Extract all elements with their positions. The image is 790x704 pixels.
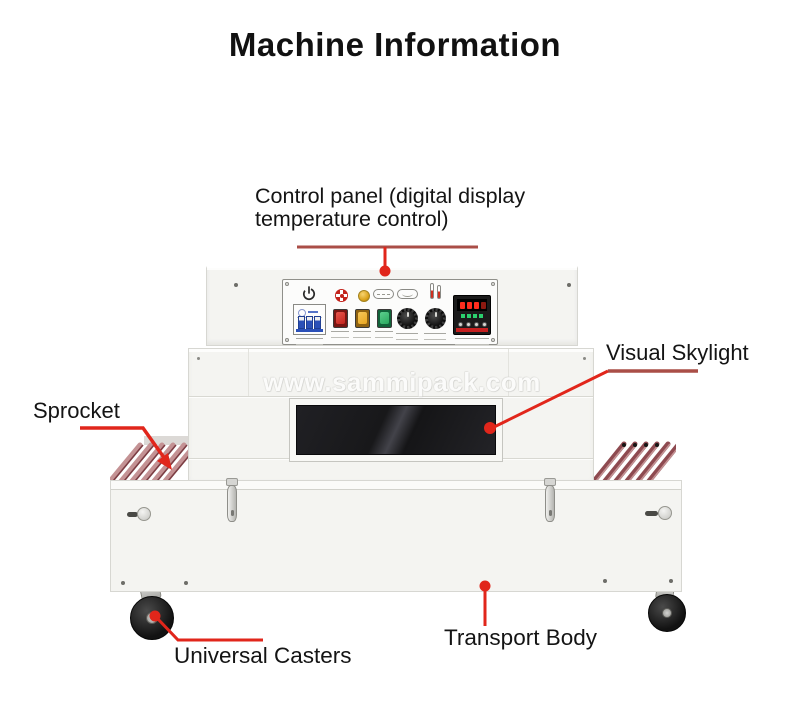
screw [184, 581, 188, 585]
panel-caption-marks [455, 338, 489, 345]
panel-screw [491, 338, 495, 342]
power-icon [302, 286, 316, 301]
page-title: Machine Information [228, 26, 562, 63]
visual-skylight-frame [289, 398, 503, 462]
panel-caption-marks [375, 331, 393, 338]
toggle-latch-right [542, 478, 558, 526]
caster-front-right [644, 582, 686, 636]
control-box [206, 266, 578, 346]
green-pushbutton [377, 309, 392, 328]
temp-display-green [457, 313, 487, 319]
screw [567, 283, 571, 287]
screw [197, 357, 200, 360]
main-power-breaker [293, 304, 326, 335]
breaker-toggles [296, 316, 323, 332]
caster-hub [146, 612, 158, 624]
panel-caption-marks [396, 333, 418, 340]
panel-seam [248, 349, 249, 396]
screw [583, 357, 586, 360]
label-visual-skylight: Visual Skylight [606, 340, 749, 365]
amber-light-icon [358, 290, 370, 302]
label-transport-body: Transport Body [444, 625, 597, 650]
watermark-text: www.sammipack.com [263, 367, 541, 397]
left-side-knob [127, 505, 151, 523]
screw [121, 581, 125, 585]
visual-skylight-glass [296, 405, 496, 455]
caster-hub [662, 608, 672, 618]
left-knob [397, 308, 418, 329]
toggle-latch-left [224, 478, 240, 526]
thermometer-icon [430, 283, 442, 301]
temp-display-red [457, 299, 487, 311]
vent-slot-icon [373, 289, 394, 299]
vent-slot-wave-icon [397, 289, 418, 299]
panel-screw [491, 282, 495, 286]
panel-screw [285, 338, 289, 342]
controller-buttons [457, 321, 487, 328]
right-knob [425, 308, 446, 329]
panel-caption-marks [353, 331, 371, 338]
screw [234, 283, 238, 287]
transport-base [110, 480, 682, 592]
panel-seam [189, 396, 593, 397]
controller-red-strip [456, 328, 488, 332]
panel-caption-marks [296, 338, 323, 345]
right-side-knob [645, 505, 673, 521]
digital-temperature-controller [453, 295, 491, 335]
panel-caption-marks [424, 333, 446, 340]
panel-screw [285, 282, 289, 286]
yellow-pushbutton [355, 309, 370, 328]
label-universal-casters: Universal Casters [174, 643, 352, 668]
screw [669, 579, 673, 583]
cross-indicator-icon [335, 289, 348, 302]
label-control-panel: Control panel (digital display temperatu… [255, 184, 526, 232]
label-sprocket: Sprocket [33, 398, 120, 423]
screw [603, 579, 607, 583]
control-panel [282, 279, 498, 345]
panel-caption-marks [331, 331, 349, 338]
red-pushbutton [333, 309, 348, 328]
